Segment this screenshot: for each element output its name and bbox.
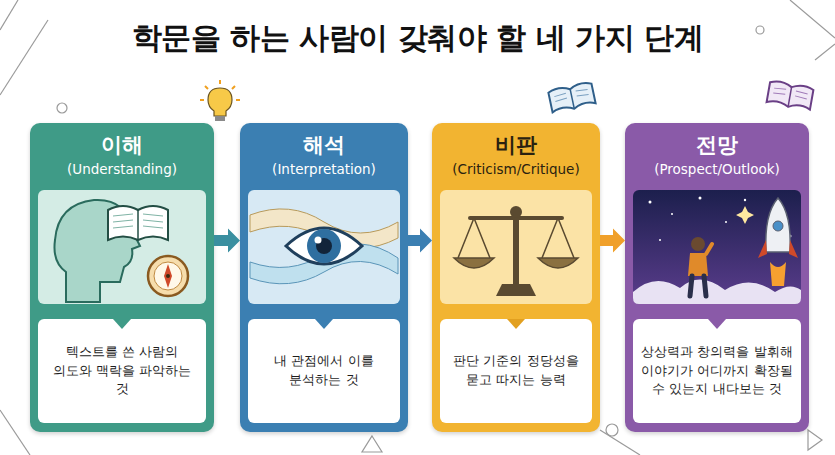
decor-lines-part — [756, 26, 764, 34]
decor-lines-part — [808, 430, 822, 450]
description-text-group: 판단 기준의 정당성을 묻고 따지는 능력 — [448, 352, 584, 390]
description-text-group: 상상력과 창의력을 발휘해 이야기가 어디까지 확장될 수 있는지 내다보는 것 — [641, 343, 793, 400]
decor-lines-part — [606, 424, 618, 436]
decor-lines-part — [600, 430, 640, 455]
description-text-group: 텍스트를 쓴 사람의 의도와 맥락을 파악하는 것 — [46, 343, 198, 400]
step-subtitle: (Prospect/Outlook) — [625, 161, 809, 177]
book-icon-part — [773, 87, 808, 99]
speech-tail — [507, 319, 525, 329]
step-heading: 비판 — [432, 131, 600, 159]
lightbulb-icon-part — [208, 88, 232, 116]
diagram-title: 학문을 하는 사람이 갖춰야 할 네 가지 단계 — [0, 18, 835, 59]
flow-arrow — [214, 228, 240, 252]
lightbulb-icon-part — [215, 116, 225, 121]
decor-lines-part — [362, 436, 382, 452]
book-icon-part — [554, 89, 589, 102]
decor-lines-part — [815, 44, 835, 60]
description-text-group: 내 관점에서 이를 분석하는 것 — [256, 352, 392, 390]
description-box: 내 관점에서 이를 분석하는 것 — [248, 319, 400, 423]
step-card: 전망 (Prospect/Outlook) 상상력과 창의력을 발휘해 이야기가 어… — [625, 123, 809, 432]
flow-arrow — [408, 228, 432, 252]
speech-tail — [113, 319, 131, 329]
step-heading: 이해 — [30, 131, 214, 159]
description-box: 판단 기준의 정당성을 묻고 따지는 능력 — [440, 319, 592, 423]
step-card: 이해 (Understanding) 텍스트를 쓴 사람의 의도와 맥락을 파악하는… — [30, 123, 214, 432]
description-text: 텍스트를 쓴 사람의 의도와 맥락을 파악하는 것 — [46, 343, 198, 400]
description-text: 상상력과 창의력을 발휘해 이야기가 어디까지 확장될 수 있는지 내다보는 것 — [641, 343, 793, 400]
book-icon-part — [548, 81, 596, 113]
speech-tail — [708, 319, 726, 329]
arrow-shape — [600, 228, 625, 252]
decor-lines-part — [0, 20, 48, 95]
decor-lines-part — [0, 410, 30, 455]
lightbulb-icon — [200, 80, 240, 121]
description-box: 텍스트를 쓴 사람의 의도와 맥락을 파악하는 것 — [38, 319, 206, 423]
step-card: 해석 (Interpretation) 내 관점에서 이를 분석하는 것 — [240, 123, 408, 432]
step-card: 비판 (Criticism/Critique) 판단 기준의 정당성을 묻고 따지는… — [432, 123, 600, 432]
description-text: 내 관점에서 이를 분석하는 것 — [256, 352, 392, 390]
decor-lines-part — [57, 103, 67, 113]
description-box: 상상력과 창의력을 발휘해 이야기가 어디까지 확장될 수 있는지 내다보는 것 — [633, 319, 801, 423]
book-icon — [766, 80, 813, 111]
lightbulb-icon-part — [200, 80, 240, 100]
step-subtitle: (Interpretation) — [240, 161, 408, 177]
decor-lines-part — [790, 0, 835, 38]
decor-lines-part — [0, 0, 18, 30]
step-subtitle: (Criticism/Critique) — [432, 161, 600, 177]
description-text: 판단 기준의 정당성을 묻고 따지는 능력 — [448, 352, 584, 390]
step-heading: 해석 — [240, 131, 408, 159]
arrow-shape — [214, 228, 240, 252]
flow-arrow — [600, 228, 625, 252]
speech-tail — [315, 319, 333, 329]
step-heading: 전망 — [625, 131, 809, 159]
book-icon-part — [766, 80, 813, 111]
arrow-shape — [408, 228, 432, 252]
book-icon-part — [788, 87, 791, 107]
step-subtitle: (Understanding) — [30, 161, 214, 177]
book-icon-part — [570, 89, 574, 109]
book-icon — [548, 81, 596, 113]
